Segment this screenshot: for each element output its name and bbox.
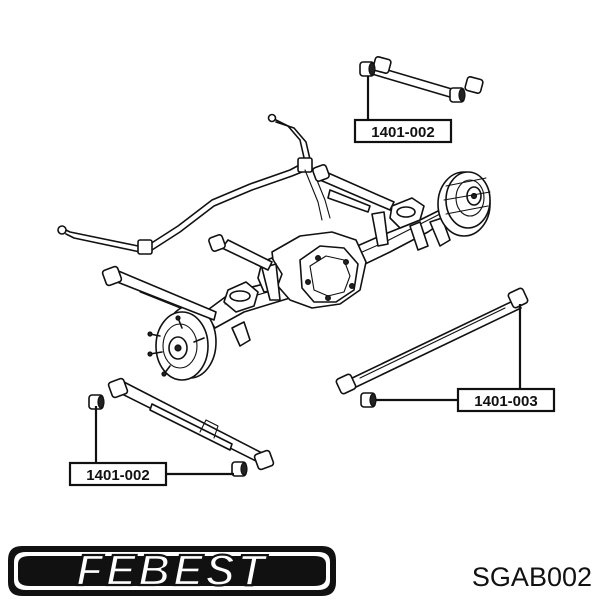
stabilizer-bar — [57, 113, 331, 255]
right-brake-drum — [437, 171, 491, 237]
callout-bottom: 1401-002 — [68, 461, 168, 487]
lower-trailing-arm-bottom — [88, 377, 275, 477]
lower-trailing-arm-left — [101, 265, 217, 321]
logo-text: FEBEST — [76, 546, 268, 595]
product-sku: SGAB002 — [472, 562, 592, 592]
bushing-1401-003 — [360, 392, 377, 408]
leader-lines — [94, 76, 522, 476]
axle-housing — [204, 197, 455, 347]
callout-bottom-text: 1401-002 — [86, 467, 149, 484]
callout-right-text: 1401-003 — [474, 393, 537, 410]
upper-arms — [208, 164, 395, 271]
callout-top-text: 1401-002 — [371, 124, 434, 141]
febest-logo: FEBEST — [8, 545, 336, 596]
left-brake-drum — [147, 305, 217, 381]
lateral-rod — [335, 287, 529, 395]
callout-right: 1401-003 — [456, 387, 556, 413]
upper-link-top — [359, 56, 484, 103]
callout-top: 1401-002 — [353, 118, 453, 144]
